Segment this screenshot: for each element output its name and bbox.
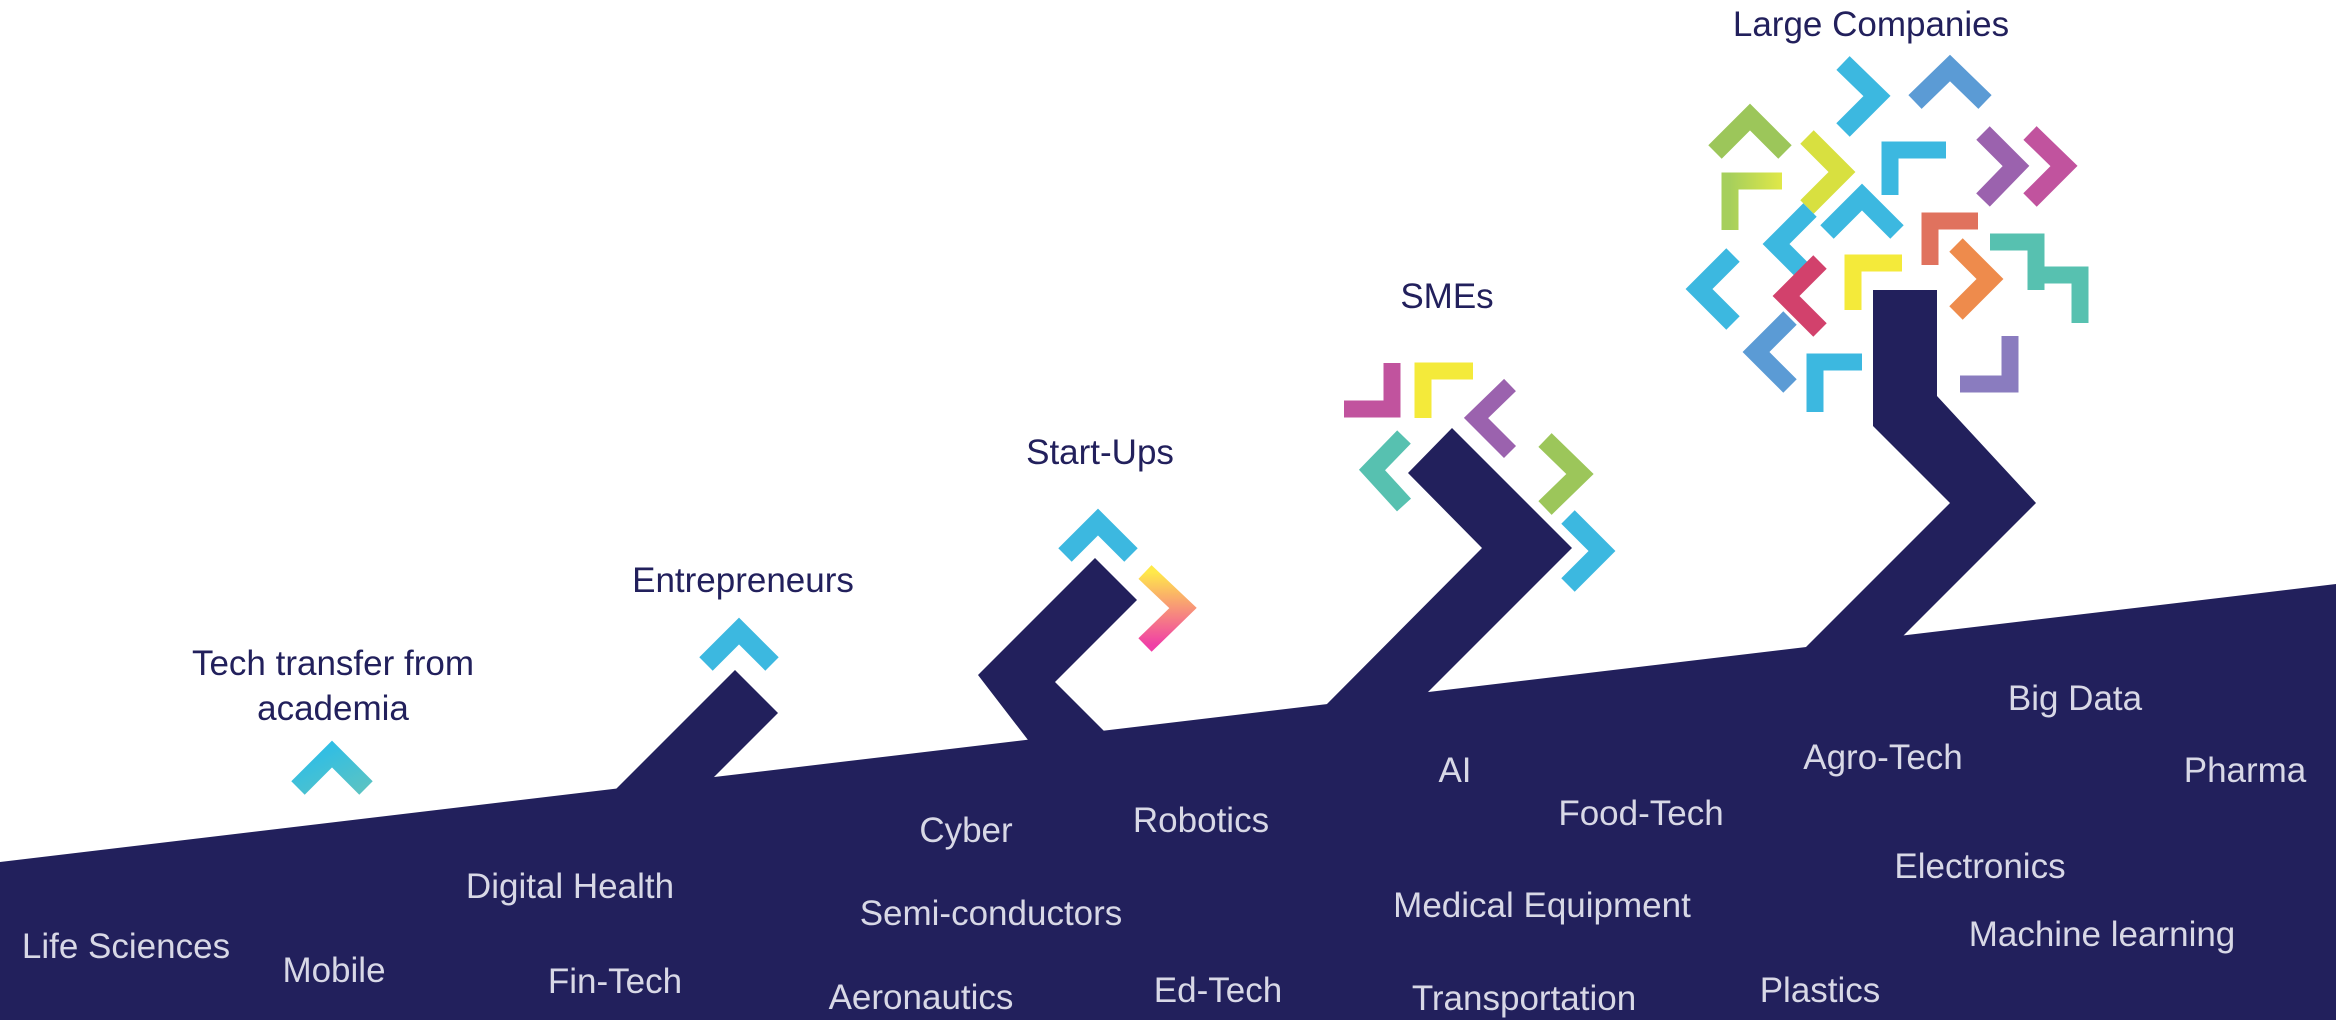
sector-label: Semi-conductors xyxy=(860,894,1123,933)
sector-label: Digital Health xyxy=(466,867,674,906)
corner-arrow-icon xyxy=(1921,212,1978,265)
sector-label: Ed-Tech xyxy=(1154,971,1282,1010)
chevron-right-icon xyxy=(1138,565,1197,652)
sector-labels: Life Sciences Mobile Digital Health Fin-… xyxy=(22,679,2307,1018)
chevron-right-icon xyxy=(1836,56,1891,137)
stage-label-tech-transfer: academia xyxy=(257,689,409,728)
trunk-smes xyxy=(1325,428,1572,708)
trunk-startups xyxy=(978,558,1137,742)
stage-label-startups: Start-Ups xyxy=(1026,433,1174,472)
chevron-up-icon xyxy=(1058,508,1138,562)
chevron-right-icon xyxy=(2023,126,2078,207)
chevron-up-icon xyxy=(699,617,779,671)
sector-label: Food-Tech xyxy=(1558,794,1723,833)
chevron-up-icon xyxy=(1820,183,1904,239)
stage-label-tech-transfer: Tech transfer from xyxy=(192,644,474,683)
chevron-right-icon xyxy=(1949,238,2004,320)
chevron-left-icon xyxy=(1358,430,1412,512)
chevron-right-icon xyxy=(1976,126,2030,207)
sector-label: Robotics xyxy=(1133,801,1269,840)
sector-label: Mobile xyxy=(282,951,385,990)
sector-label: Transportation xyxy=(1412,979,1636,1018)
corner-arrow-icon xyxy=(1881,141,1946,195)
stage-label-entrepreneurs: Entrepreneurs xyxy=(632,561,854,600)
sector-label: Big Data xyxy=(2008,679,2143,718)
sector-label: Life Sciences xyxy=(22,927,230,966)
corner-arrow-icon xyxy=(1721,172,1782,230)
stage-label-large-companies: Large Companies xyxy=(1733,5,2009,44)
sector-label: Machine learning xyxy=(1969,915,2236,954)
sector-label: Electronics xyxy=(1894,847,2065,886)
sector-label: Medical Equipment xyxy=(1393,886,1691,925)
stage-labels: Tech transfer from academia Entrepreneur… xyxy=(192,5,2009,728)
chevron-right-icon xyxy=(1538,433,1594,515)
corner-arrow-icon xyxy=(1960,336,2019,393)
chevron-left-icon xyxy=(1463,378,1517,459)
chevron-up-icon xyxy=(291,740,373,795)
sector-label: AI xyxy=(1438,751,1471,790)
sector-label: Aeronautics xyxy=(829,978,1014,1017)
trunks xyxy=(615,290,2036,800)
chevron-left-icon xyxy=(1772,255,1827,337)
trunk-entrepreneurs xyxy=(615,670,778,800)
trunk-large-companies xyxy=(1805,290,2036,648)
sector-label: Agro-Tech xyxy=(1803,738,1963,777)
chevron-left-icon xyxy=(1742,311,1797,393)
chevron-right-icon xyxy=(1561,510,1616,592)
sector-label: Plastics xyxy=(1760,971,1881,1010)
chevron-right-icon xyxy=(1800,130,1856,214)
sector-label: Fin-Tech xyxy=(548,962,682,1001)
arrow-shapes xyxy=(291,54,2089,795)
corner-arrow-icon xyxy=(1414,362,1473,418)
corner-arrow-icon xyxy=(1844,254,1902,310)
chevron-up-icon xyxy=(1908,54,1992,109)
ground-slope xyxy=(0,584,2336,1020)
corner-arrow-icon xyxy=(1344,363,1401,418)
corner-arrow-icon xyxy=(2042,266,2089,323)
chevron-up-icon xyxy=(1708,103,1792,159)
corner-arrow-icon xyxy=(1806,353,1862,412)
corner-arrow-icon xyxy=(1990,233,2045,290)
stage-label-smes: SMEs xyxy=(1400,277,1493,316)
chevron-left-icon xyxy=(1685,248,1740,330)
sector-label: Cyber xyxy=(919,811,1013,850)
sector-label: Pharma xyxy=(2184,751,2307,790)
chevron-left-icon xyxy=(1762,203,1817,285)
